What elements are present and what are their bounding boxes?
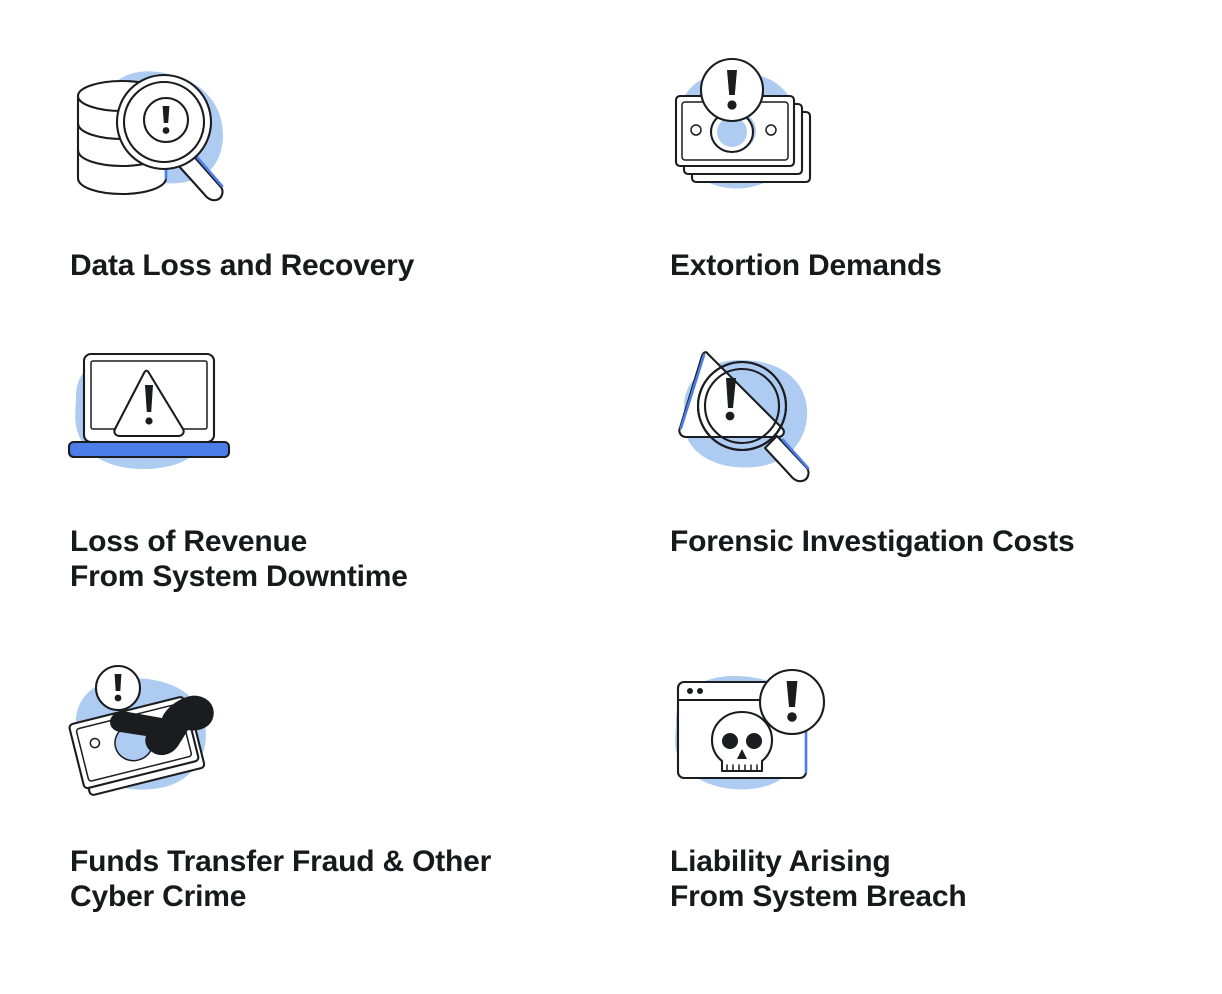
card-title: Data Loss and Recovery (70, 249, 415, 282)
card-title: Funds Transfer Fraud & Other Cyber Crime (70, 845, 492, 914)
card-title: Forensic Investigation Costs (670, 525, 1075, 558)
laptop-warning-icon (67, 340, 260, 480)
card-title: Liability Arising From System Breach (670, 845, 967, 914)
risk-card-extortion-demands: Extortion Demands (600, 0, 1222, 318)
browser-skull-alert-icon (670, 660, 860, 800)
risk-card-data-loss-and-recovery: Data Loss and Recovery (0, 0, 600, 318)
gloved-hand-money-alert-icon (68, 660, 260, 800)
risk-card-funds-transfer-fraud: Funds Transfer Fraud & Other Cyber Crime (0, 638, 600, 994)
card-title: Loss of Revenue From System Downtime (70, 525, 408, 594)
card-title: Extortion Demands (670, 249, 942, 282)
warning-triangle-magnifier-icon (670, 340, 860, 483)
banknotes-alert-icon (670, 57, 860, 210)
risk-card-liability-arising: Liability Arising From System Breach (600, 638, 1222, 994)
database-magnifier-alert-icon (70, 60, 260, 210)
risk-card-loss-of-revenue: Loss of Revenue From System Downtime (0, 318, 600, 638)
risk-card-forensic-investigation-costs: Forensic Investigation Costs (600, 318, 1222, 638)
